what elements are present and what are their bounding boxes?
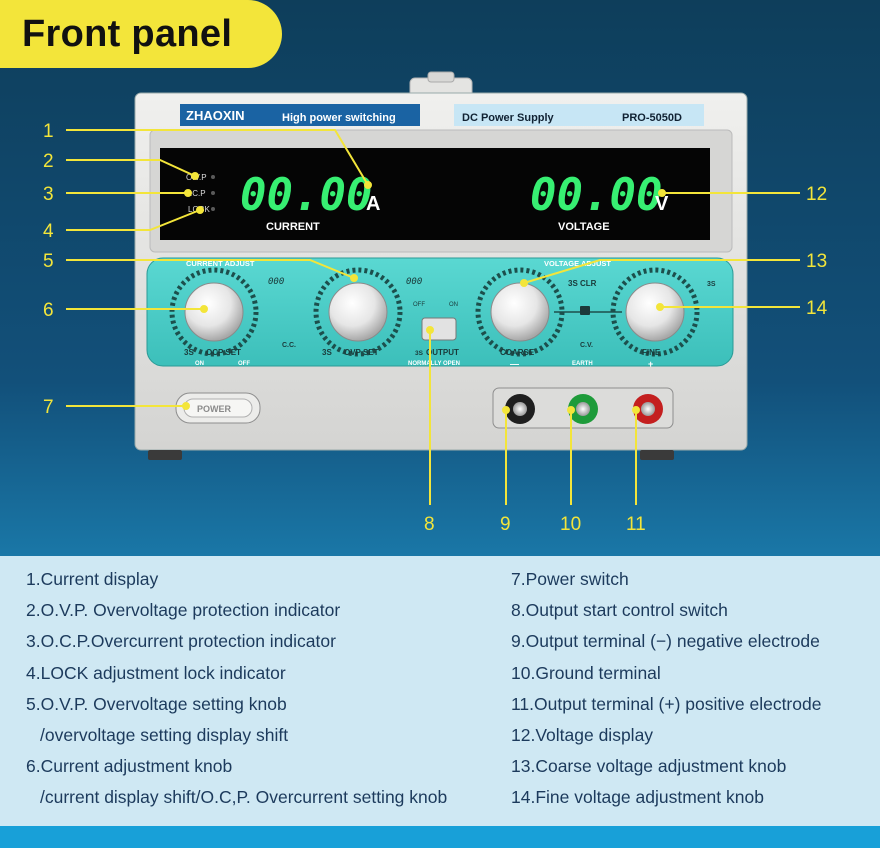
output-3s-label: 3S	[415, 350, 424, 357]
ocp-off-label: OFF	[238, 361, 250, 367]
page-title: Front panel	[22, 12, 233, 55]
model-number: PRO-5050D	[622, 112, 682, 124]
legend-item: 3.O.C.P.Overcurrent protection indicator	[26, 631, 336, 652]
legend-item: 4.LOCK adjustment lock indicator	[26, 662, 286, 683]
ocp-3s-label: 3S	[184, 348, 194, 357]
ovp-small-display: 000	[406, 277, 422, 287]
current-unit: A	[366, 193, 380, 215]
header-strip-left	[180, 104, 420, 126]
voltage-readout: 00.00	[530, 170, 662, 221]
ovp-3s-label: 3S	[322, 348, 332, 357]
legend-item: 12.Voltage display	[511, 724, 654, 745]
ovp-set-knob[interactable]	[328, 282, 388, 342]
callout-3: 3	[43, 184, 54, 205]
coarse-label: COARSE	[500, 348, 535, 357]
earth-label: EARTH	[572, 361, 593, 367]
power-label: POWER	[197, 404, 232, 414]
fine-label: FINE	[642, 348, 661, 357]
ovp-scale	[313, 267, 403, 357]
callout-7: 7	[43, 397, 54, 418]
product-name: DC Power Supply	[462, 112, 555, 124]
legend-item: 1.Current display	[26, 569, 159, 589]
callout-14: 14	[806, 298, 828, 319]
ovp-indicator-led	[211, 175, 215, 179]
callout-numbers: 1 2 3 4 5 6 7 8 9 10 11 12 13 14	[43, 121, 828, 535]
ocp-small-display: 000	[268, 277, 284, 287]
lock-icon	[580, 306, 590, 315]
header-strip-right	[454, 104, 704, 126]
voltage-unit: V	[655, 193, 669, 215]
voltage-adjust-label: VOLTAGE ADJUST	[544, 259, 611, 268]
callout-11: 11	[626, 514, 646, 535]
ocp-indicator-led	[211, 191, 215, 195]
lock-indicator-led	[211, 207, 215, 211]
legend-item: 6.Current adjustment knob	[26, 756, 233, 777]
ocp-scale	[169, 267, 259, 357]
current-adjust-label: CURRENT ADJUST	[186, 259, 255, 268]
display-window	[160, 148, 710, 240]
brand-logo: ZHAOXIN	[186, 108, 245, 123]
current-adjust-knob[interactable]	[184, 282, 244, 342]
legend-left-column: 1.Current display 2.O.V.P. Overvoltage p…	[26, 564, 447, 814]
clr-label: 3S CLR	[568, 279, 597, 288]
legend-item: /overvoltage setting display shift	[40, 724, 289, 745]
ocp-indicator-label: .C.P	[190, 189, 206, 198]
callout-5: 5	[43, 251, 54, 272]
output-label: OUTPUT	[426, 348, 459, 357]
normally-open-label: NORMALLY OPEN	[408, 361, 460, 367]
callout-4: 4	[43, 221, 54, 242]
bottom-bar	[0, 826, 880, 848]
fine-voltage-knob[interactable]	[625, 282, 685, 342]
callout-6: 6	[43, 300, 54, 321]
tagline: High power switching	[282, 112, 396, 124]
callout-lines	[66, 129, 800, 505]
callout-1: 1	[43, 121, 54, 142]
fine-scale	[610, 267, 700, 357]
legend-item: 9.Output terminal (−) negative electrode	[511, 631, 820, 652]
title-badge: Front panel	[0, 0, 282, 68]
callout-2: 2	[43, 151, 54, 172]
control-panel	[146, 257, 734, 367]
legend-item: 5.O.V.P. Overvoltage setting knob	[26, 693, 287, 714]
coarse-voltage-knob[interactable]	[490, 282, 550, 342]
voltage-label: VOLTAGE	[558, 221, 610, 233]
output-on-label: ON	[449, 302, 458, 308]
legend-item: 8.Output start control switch	[511, 600, 728, 621]
callout-9: 9	[500, 514, 511, 535]
negative-terminal-post	[513, 402, 527, 416]
legend-item: 7.Power switch	[511, 569, 629, 589]
cv-label: C.V.	[580, 342, 593, 349]
legend-right-column: 7.Power switch 8.Output start control sw…	[511, 564, 821, 814]
callout-13: 13	[806, 251, 827, 272]
current-readout: 00.00	[240, 170, 372, 221]
callout-8: 8	[424, 514, 435, 535]
legend-item: 13.Coarse voltage adjustment knob	[511, 756, 787, 777]
legend-item: /current display shift/O.C,P. Overcurren…	[40, 787, 448, 808]
legend-item: 14.Fine voltage adjustment knob	[511, 787, 764, 808]
cc-label: C.C.	[282, 342, 296, 349]
legend: 1.Current display 2.O.V.P. Overvoltage p…	[0, 556, 880, 826]
ocp-on-label: ON	[195, 361, 204, 367]
fine-3s-label: 3S	[707, 281, 716, 288]
foot-right	[640, 450, 674, 460]
callout-12: 12	[806, 184, 827, 205]
ground-terminal-post	[576, 402, 590, 416]
foot-left	[148, 450, 182, 460]
output-off-label: OFF	[413, 302, 425, 308]
legend-item: 11.Output terminal (+) positive electrod…	[511, 693, 822, 714]
handle-grip	[427, 71, 455, 83]
ovp-set-label: OVP SET	[344, 348, 379, 357]
minus-label: —	[510, 359, 519, 369]
callout-10: 10	[560, 514, 581, 535]
legend-item: 2.O.V.P. Overvoltage protection indicato…	[26, 600, 341, 621]
positive-terminal-post	[641, 402, 655, 416]
plus-label: +	[648, 359, 653, 369]
power-supply-illustration: ZHAOXIN High power switching DC Power Su…	[43, 71, 828, 535]
legend-item: 10.Ground terminal	[511, 662, 661, 683]
current-label: CURRENT	[266, 221, 320, 233]
ocp-set-label: OCP SET	[206, 348, 241, 357]
